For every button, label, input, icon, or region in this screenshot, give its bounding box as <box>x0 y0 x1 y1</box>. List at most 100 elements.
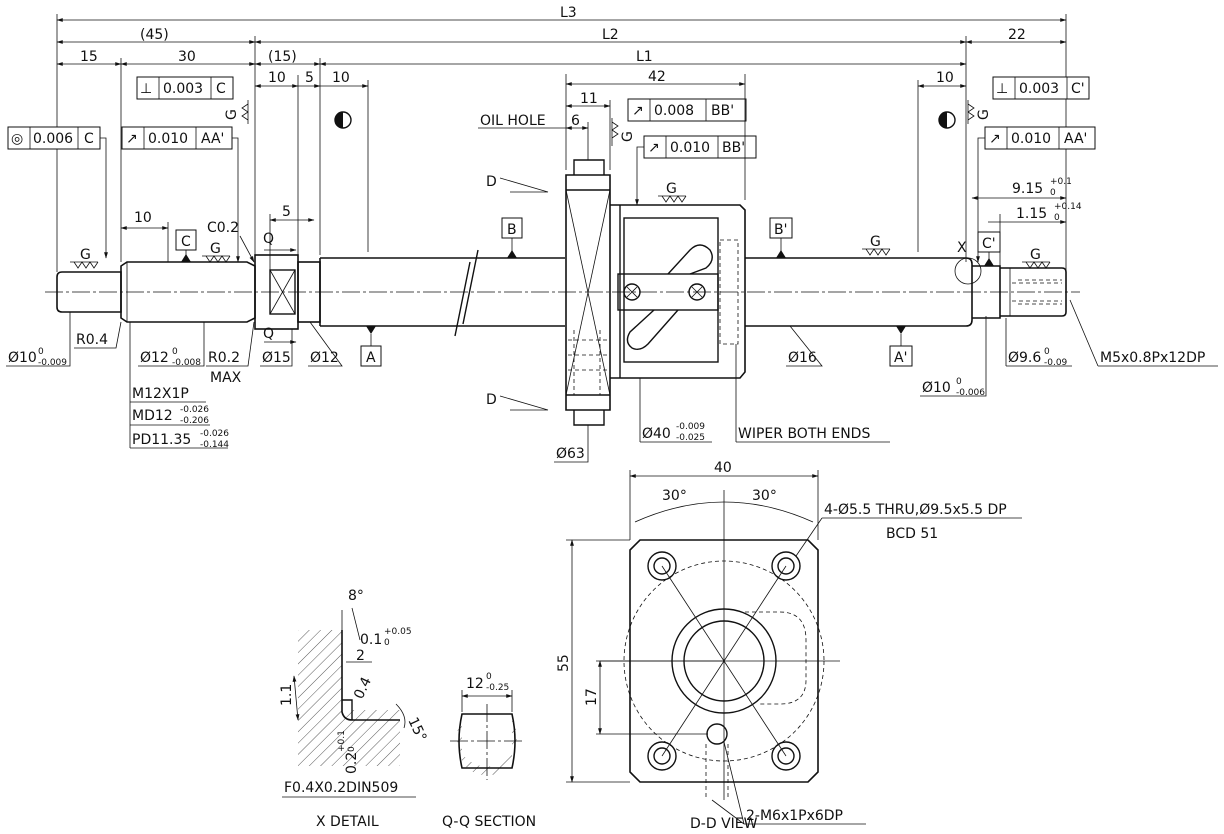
dim-9-15-tol-l: 0 <box>1050 188 1056 198</box>
dia-40-tol-l: -0.025 <box>676 433 705 443</box>
thread-pd-tol-u: -0.026 <box>200 429 229 439</box>
radius-r02: R0.2 <box>208 350 240 366</box>
dia-9-6-tol-u: 0 <box>1044 347 1050 357</box>
nut-dimensions: 42 11 6 OIL HOLE D D Q Q 10 5 C0.2 9.15 … <box>120 69 1082 411</box>
hole-spec-thru: 4-Ø5.5 THRU,Ø9.5x5.5 DP <box>824 502 1007 518</box>
thread-m12: M12X1P <box>132 386 189 402</box>
dim-12-q-tol-l: -0.25 <box>486 683 509 693</box>
tol-conc-ref: C <box>84 131 94 147</box>
dim-10-b: 10 <box>332 70 350 86</box>
hole-spec-bcd: BCD 51 <box>886 526 938 542</box>
dia-15: Ø15 <box>262 350 291 366</box>
g-mark-v2: G <box>620 131 636 142</box>
oil-hole-label: OIL HOLE <box>480 113 546 129</box>
dim-9-15: 9.15 <box>1012 181 1043 197</box>
dim-10-c: 10 <box>936 70 954 86</box>
radius-max: MAX <box>210 370 242 386</box>
tol-run2-ref: BB' <box>711 103 734 119</box>
dim-L3: L3 <box>560 5 577 21</box>
dim-1-1: 1.1 <box>279 684 295 706</box>
angle-30-right: 30° <box>752 488 777 504</box>
tol-perp2-val: 0.003 <box>1019 81 1059 97</box>
dim-10-a: 10 <box>268 70 286 86</box>
g-mark-1: G <box>80 247 91 263</box>
tol-run2-sym: ↗ <box>632 103 644 119</box>
radius-r04: R0.4 <box>76 332 108 348</box>
circle-symbols <box>334 111 956 129</box>
dia-10-tol-l: -0.009 <box>38 358 67 368</box>
dia-10-b: Ø10 <box>922 380 951 396</box>
dim-0-1: 0.1 <box>360 632 382 648</box>
dim-L1: L1 <box>636 49 653 65</box>
g-mark-4: G <box>870 234 881 250</box>
datum-Cp: C' <box>982 236 996 252</box>
dia-40: Ø40 <box>642 426 671 442</box>
dia-12-a-tol-l: -0.008 <box>172 358 201 368</box>
tol-perp1-ref: C <box>216 81 226 97</box>
surface-finish-marks: G G G G G G G G <box>70 100 1051 269</box>
qq-section: 12 0 -0.25 Q-Q SECTION <box>442 672 536 830</box>
dim-55: 55 <box>556 654 572 672</box>
datum-B: B <box>507 222 517 238</box>
datums: C B B' C' A A' <box>175 217 1001 367</box>
dia-10-b-tol-l: -0.006 <box>956 388 985 398</box>
diameter-labels: Ø10 0 -0.009 R0.4 Ø12 0 -0.008 R0.2 MAX … <box>6 299 1218 463</box>
dim-1-15-tol-l: 0 <box>1054 213 1060 223</box>
dia-12-b: Ø12 <box>310 350 339 366</box>
tol-run1-sym: ↗ <box>126 131 138 147</box>
dim-0-2-tol-l: 0 <box>347 746 357 752</box>
tol-perp1-val: 0.003 <box>163 81 203 97</box>
dim-11: 11 <box>580 91 598 107</box>
dim-22: 22 <box>1008 27 1026 43</box>
tol-run1-val: 0.010 <box>148 131 188 147</box>
dia-9-6-tol-l: -0.09 <box>1044 358 1068 368</box>
g-mark-2: G <box>210 241 221 257</box>
din-spec: F0.4X0.2DIN509 <box>284 780 398 796</box>
datum-C: C <box>181 234 191 250</box>
tolerance-frames: ◎ 0.006 C ⊥ 0.003 C ↗ 0.010 AA' ↗ 0.008 … <box>7 76 1096 263</box>
dim-L2: L2 <box>602 27 619 43</box>
tol-run3-val: 0.010 <box>670 140 710 156</box>
dim-0-1-tol-u: +0.05 <box>384 627 412 637</box>
dim-1-15: 1.15 <box>1016 206 1047 222</box>
top-dimensions: L3 (45) L2 22 15 30 (15) L1 10 5 10 10 <box>56 5 1067 272</box>
datum-Ap: A' <box>894 350 907 366</box>
section-D-top: D <box>486 174 497 190</box>
dia-10: Ø10 <box>8 350 37 366</box>
thread-pd: PD11.35 <box>132 432 191 448</box>
angle-8: 8° <box>348 588 364 604</box>
dim-40: 40 <box>714 460 732 476</box>
dd-view: 40 30° 30° 55 17 4-Ø5.5 THRU,Ø9.5x5.5 DP… <box>556 460 1022 832</box>
dim-15: 15 <box>80 49 98 65</box>
g-mark-v1: G <box>224 109 240 120</box>
dia-63: Ø63 <box>556 446 585 462</box>
dim-45: (45) <box>140 27 169 43</box>
g-mark-5: G <box>1030 247 1041 263</box>
datum-A: A <box>366 350 376 366</box>
dim-0-2: 0.2 <box>344 752 360 774</box>
tol-run4-val: 0.010 <box>1011 131 1051 147</box>
angle-15: 15° <box>404 715 429 744</box>
ball-nut <box>565 159 746 426</box>
thread-md12: MD12 <box>132 408 173 424</box>
dim-42: 42 <box>648 69 666 85</box>
thread-m5: M5x0.8Px12DP <box>1100 350 1205 366</box>
dim-10-d: 10 <box>134 210 152 226</box>
dim-0-2-tol-u: +0.1 <box>337 730 347 752</box>
dim-17: 17 <box>584 688 600 706</box>
tol-perp2-sym: ⊥ <box>996 81 1008 97</box>
g-mark-3: G <box>666 181 677 197</box>
tol-run1-ref: AA' <box>201 131 224 147</box>
tol-run3-ref: BB' <box>722 140 745 156</box>
caption-qq-section: Q-Q SECTION <box>442 814 536 830</box>
tol-run4-ref: AA' <box>1064 131 1087 147</box>
dim-15-paren: (15) <box>268 49 297 65</box>
tol-run3-sym: ↗ <box>648 140 660 156</box>
x-detail: 8° 0.1 +0.05 0 2 0.4 15° 1.1 0.2 +0.1 0 … <box>279 588 429 830</box>
dim-0-4: 0.4 <box>351 675 375 702</box>
dia-12-a: Ø12 <box>140 350 169 366</box>
dim-12-q-tol-u: 0 <box>486 672 492 682</box>
hole-spec-m6: 2-M6x1Px6DP <box>746 808 843 824</box>
thread-md12-tol-u: -0.026 <box>180 405 209 415</box>
angle-30-left: 30° <box>662 488 687 504</box>
